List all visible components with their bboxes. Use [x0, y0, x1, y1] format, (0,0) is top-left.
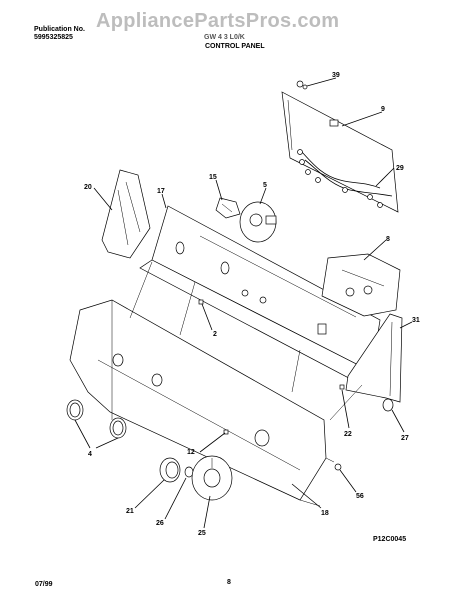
callout-4: 4 — [88, 451, 92, 458]
part-5-timer — [239, 201, 277, 243]
part-31-end-cap — [345, 313, 403, 403]
small-fasteners — [198, 84, 394, 471]
callout-22: 22 — [344, 431, 352, 438]
figure-reference: P12C0045 — [373, 536, 407, 543]
page-number: 8 — [227, 579, 231, 586]
callout-15: 15 — [209, 174, 217, 181]
footer-date: 07/99 — [35, 581, 53, 588]
callout-5: 5 — [263, 182, 267, 189]
callout-56: 56 — [356, 493, 364, 500]
callout-27: 27 — [401, 435, 409, 442]
part-9-rear-cover — [281, 80, 399, 213]
callout-labels: 39 9 29 20 17 15 5 8 2 31 4 22 27 12 21 … — [84, 72, 420, 537]
part-29-wiring-harness — [297, 149, 393, 208]
part-18-front-panel — [69, 299, 335, 507]
callout-8: 8 — [386, 236, 390, 243]
publication-number: 5995325825 — [34, 34, 73, 41]
part-25-dial — [191, 455, 233, 501]
section-title: CONTROL PANEL — [205, 43, 265, 50]
model-number: GW 4 3 L0/K — [204, 34, 245, 41]
callout-21: 21 — [126, 508, 134, 515]
callout-29: 29 — [396, 165, 404, 172]
callout-25: 25 — [198, 530, 206, 537]
part-4-knobs — [66, 399, 127, 439]
watermark: AppliancePartsPros.com — [96, 10, 340, 32]
leader-lines — [74, 77, 413, 529]
callout-31: 31 — [412, 317, 420, 324]
part-8-control-board — [321, 253, 401, 317]
callout-26: 26 — [156, 520, 164, 527]
callout-12: 12 — [187, 449, 195, 456]
part-20-left-bracket — [101, 169, 151, 259]
explode-lines — [129, 261, 363, 421]
callout-39: 39 — [332, 72, 340, 79]
callout-17: 17 — [157, 188, 165, 195]
callout-20: 20 — [84, 184, 92, 191]
callout-9: 9 — [381, 106, 385, 113]
publication-label: Publication No. — [34, 26, 85, 33]
part-15-switch — [215, 197, 241, 219]
part-21-knob — [159, 457, 181, 483]
callout-2: 2 — [213, 331, 217, 338]
callout-18: 18 — [321, 510, 329, 517]
